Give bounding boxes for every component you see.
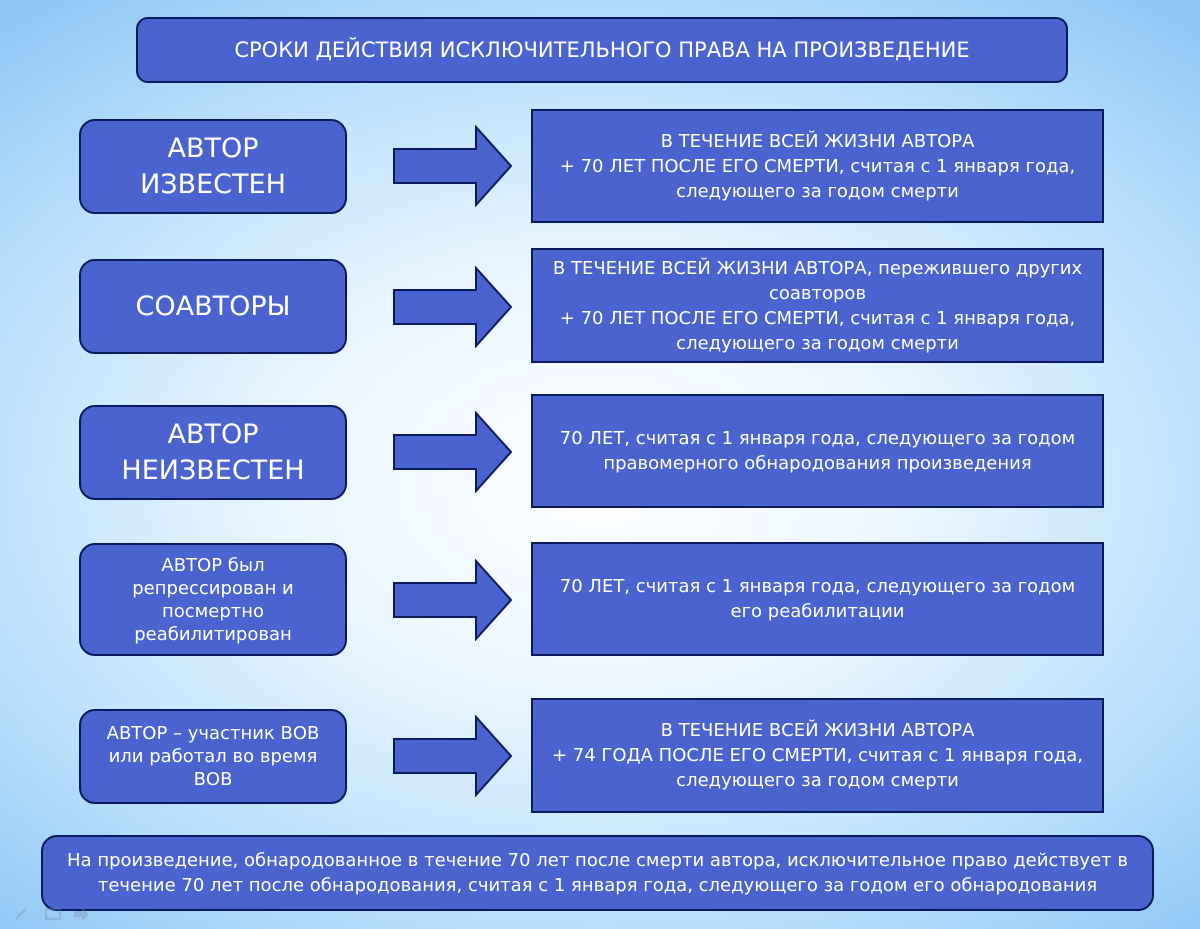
footer-line: течение 70 лет после обнародования, счит… bbox=[97, 875, 1098, 896]
label-line: ИЗВЕСТЕН bbox=[140, 168, 286, 200]
result-box-author-wwii: В ТЕЧЕНИЕ ВСЕЙ ЖИЗНИ АВТОРА + 74 ГОДА ПО… bbox=[531, 698, 1104, 813]
result-line: следующего за годом смерти bbox=[676, 180, 959, 202]
label-box-coauthors: СОАВТОРЫ bbox=[79, 259, 347, 354]
result-line: следующего за годом смерти bbox=[676, 770, 959, 791]
result-line: + 70 ЛЕТ ПОСЛЕ ЕГО СМЕРТИ, считая с 1 ян… bbox=[559, 307, 1076, 329]
label-line: НЕИЗВЕСТЕН bbox=[121, 454, 305, 486]
next-icon[interactable] bbox=[74, 907, 89, 921]
label-line: АВТОР – участник ВОВ bbox=[106, 723, 320, 744]
footer-note: На произведение, обнародованное в течени… bbox=[41, 835, 1154, 911]
label-line: СОАВТОРЫ bbox=[135, 290, 291, 322]
label-line: реабилитирован bbox=[134, 623, 292, 645]
label-box-author-known: АВТОР ИЗВЕСТЕН bbox=[79, 119, 347, 214]
label-line: АВТОР bbox=[167, 132, 259, 164]
slide-nav[interactable] bbox=[12, 903, 92, 923]
label-line: или работал во время bbox=[108, 746, 318, 767]
result-line: В ТЕЧЕНИЕ ВСЕЙ ЖИЗНИ АВТОРА bbox=[660, 130, 975, 152]
label-line: посмертно bbox=[161, 600, 265, 622]
result-line: В ТЕЧЕНИЕ ВСЕЙ ЖИЗНИ АВТОРА bbox=[660, 720, 975, 741]
diagram-title-text: СРОКИ ДЕЙСТВИЯ ИСКЛЮЧИТЕЛЬНОГО ПРАВА НА … bbox=[234, 38, 970, 62]
result-line: В ТЕЧЕНИЕ ВСЕЙ ЖИЗНИ АВТОРА, пережившего… bbox=[552, 257, 1083, 279]
menu-icon[interactable] bbox=[45, 908, 61, 920]
result-line: + 70 ЛЕТ ПОСЛЕ ЕГО СМЕРТИ, считая с 1 ян… bbox=[559, 155, 1076, 177]
result-line: 70 ЛЕТ, считая с 1 января года, следующе… bbox=[559, 576, 1076, 597]
label-box-author-repressed: АВТОР был репрессирован и посмертно реаб… bbox=[79, 543, 347, 656]
result-line: правомерного обнародования произведения bbox=[603, 453, 1032, 474]
label-box-author-wwii: АВТОР – участник ВОВ или работал во врем… bbox=[79, 709, 347, 804]
label-line: репрессирован и bbox=[132, 577, 294, 599]
result-line: 70 ЛЕТ, считая с 1 января года, следующе… bbox=[559, 428, 1076, 449]
result-box-coauthors: В ТЕЧЕНИЕ ВСЕЙ ЖИЗНИ АВТОРА, пережившего… bbox=[531, 248, 1104, 363]
label-box-author-unknown: АВТОР НЕИЗВЕСТЕН bbox=[79, 405, 347, 500]
result-box-author-repressed: 70 ЛЕТ, считая с 1 января года, следующе… bbox=[531, 542, 1104, 656]
label-line: АВТОР был bbox=[161, 554, 265, 576]
result-line: + 74 ГОДА ПОСЛЕ ЕГО СМЕРТИ, считая с 1 я… bbox=[551, 745, 1083, 766]
right-arrow-icon bbox=[393, 715, 513, 797]
result-box-author-unknown: 70 ЛЕТ, считая с 1 января года, следующе… bbox=[531, 394, 1104, 508]
label-line: АВТОР bbox=[167, 418, 259, 450]
footer-line: На произведение, обнародованное в течени… bbox=[67, 850, 1128, 871]
right-arrow-icon bbox=[393, 125, 513, 207]
result-line: его реабилитации bbox=[730, 601, 905, 622]
pen-icon[interactable] bbox=[15, 908, 27, 920]
diagram-title: СРОКИ ДЕЙСТВИЯ ИСКЛЮЧИТЕЛЬНОГО ПРАВА НА … bbox=[136, 17, 1068, 83]
label-line: ВОВ bbox=[193, 769, 233, 790]
right-arrow-icon bbox=[393, 266, 513, 348]
right-arrow-icon bbox=[393, 559, 513, 641]
result-box-author-known: В ТЕЧЕНИЕ ВСЕЙ ЖИЗНИ АВТОРА + 70 ЛЕТ ПОС… bbox=[531, 109, 1104, 223]
right-arrow-icon bbox=[393, 411, 513, 493]
result-line: следующего за годом смерти bbox=[676, 332, 959, 354]
result-line: соавторов bbox=[768, 282, 867, 304]
